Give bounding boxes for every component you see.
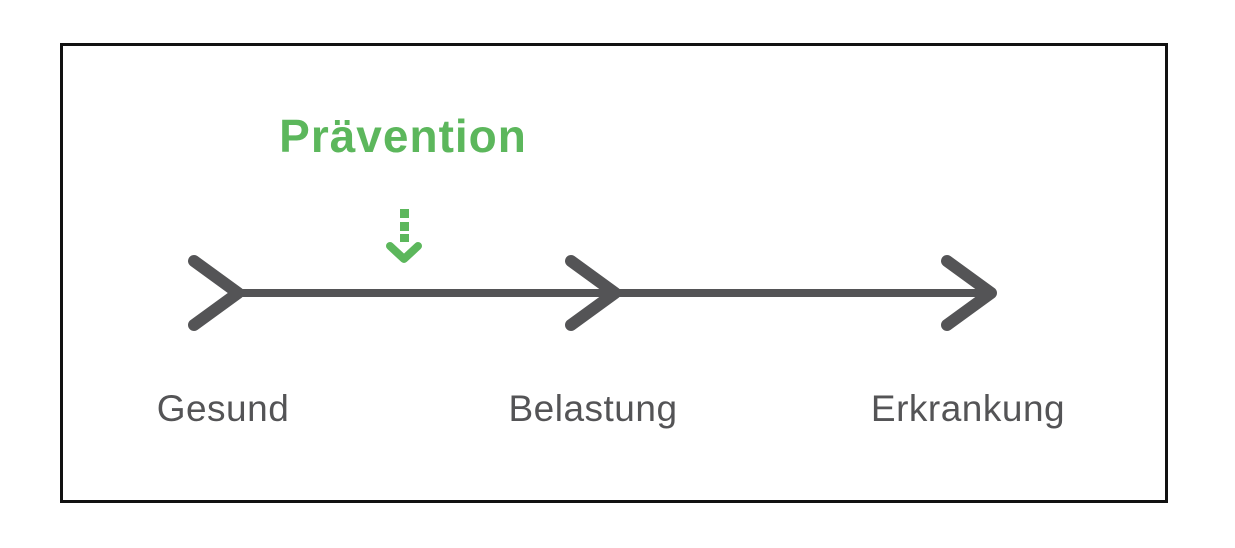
prevention-heading: Prävention xyxy=(279,110,527,162)
stage-label-erkrankung: Erkrankung xyxy=(870,388,1066,429)
dashed-down-arrow-icon xyxy=(386,209,422,263)
stage-label-belastung: Belastung xyxy=(508,388,678,429)
timeline-arrow-icon xyxy=(188,255,997,331)
diagram-frame: Prävention Gesund Belastung Erkrankung xyxy=(60,43,1168,503)
stage-label-gesund: Gesund xyxy=(156,388,290,429)
